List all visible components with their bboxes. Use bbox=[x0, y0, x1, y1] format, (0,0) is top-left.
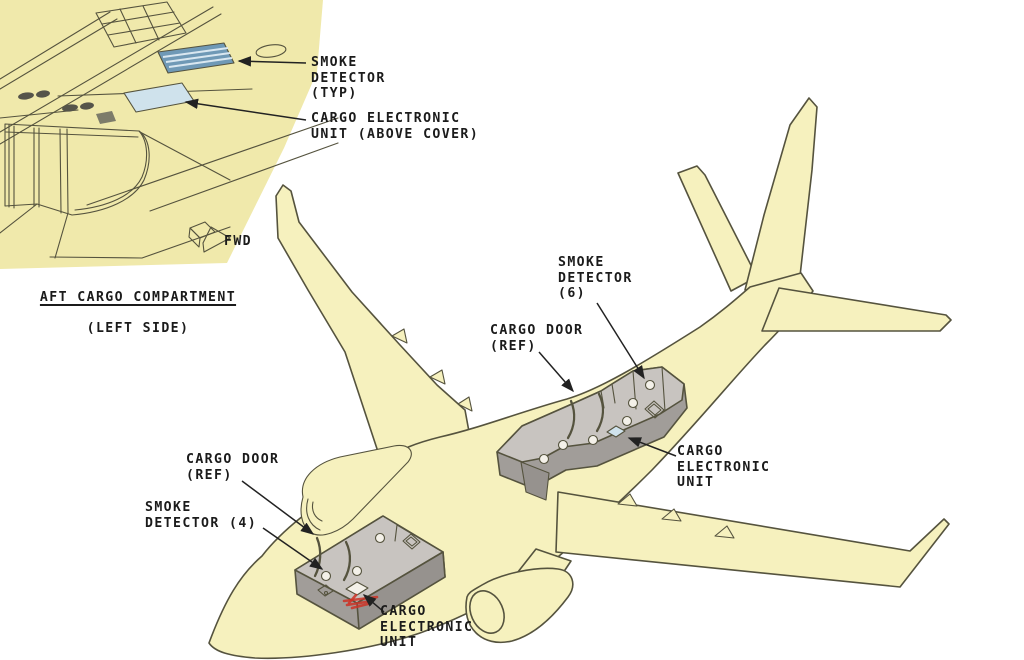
far-wing-flap-fairing bbox=[391, 328, 408, 344]
label-inset-cargo-electronic-unit: CARGO ELECTRONIC UNIT (ABOVE COVER) bbox=[311, 111, 480, 142]
near-wing-flap-fairing bbox=[661, 508, 682, 522]
label-smoke-detector-6: SMOKE DETECTOR (6) bbox=[558, 255, 633, 302]
vertical-fin bbox=[744, 97, 818, 291]
equipment-frame bbox=[402, 533, 421, 550]
label-cargo-door-aft: CARGO DOOR (REF) bbox=[490, 323, 584, 354]
cargo-electronic-unit-aft bbox=[606, 425, 626, 438]
leader-cargo-door-fwd bbox=[241, 480, 315, 535]
cargo-electronic-unit-fwd bbox=[345, 581, 369, 596]
smoke-detector-dot bbox=[538, 453, 550, 465]
far-wing-flap-fairing bbox=[429, 369, 446, 385]
label-cargo-electronic-unit-aft: CARGO ELECTRONIC UNIT bbox=[677, 444, 771, 491]
equipment-frame bbox=[647, 403, 662, 416]
smoke-detector-dot bbox=[351, 565, 363, 577]
inset-ceiling-grille bbox=[95, 1, 187, 48]
near-wing bbox=[555, 491, 950, 588]
inset-small-vents bbox=[18, 90, 116, 124]
smoke-detector-dot bbox=[557, 439, 569, 451]
far-wing bbox=[275, 184, 473, 474]
engine-inlet bbox=[469, 590, 505, 634]
leader-smoke-detector-4 bbox=[262, 527, 324, 570]
inset-background bbox=[0, 0, 323, 269]
near-engine bbox=[465, 548, 574, 644]
leader-inset-ceu bbox=[184, 98, 307, 121]
leader-lines bbox=[241, 302, 677, 613]
aft-cargo-compartment-box bbox=[496, 366, 688, 501]
equipment-frame bbox=[405, 536, 418, 547]
leader-ceu-aft bbox=[627, 437, 677, 457]
smoke-detector-dot bbox=[374, 532, 386, 544]
aft-cargo-door-frame bbox=[595, 392, 605, 433]
far-wing-flap-fairing bbox=[457, 396, 473, 412]
inset-vent-oval bbox=[255, 44, 287, 58]
label-inset-smoke-detector: SMOKE DETECTOR (TYP) bbox=[311, 55, 386, 102]
aft-box-foot bbox=[520, 461, 550, 501]
near-wing-flap-fairing bbox=[714, 525, 735, 539]
inset-aft-bulkhead bbox=[4, 123, 150, 216]
inset-caption-subtitle: (LEFT SIDE) bbox=[86, 320, 190, 336]
equipment-frame bbox=[644, 400, 665, 419]
inset-smoke-detector bbox=[157, 42, 235, 74]
fwd-cargo-compartment-box bbox=[294, 515, 446, 630]
leader-inset-smoke-detector bbox=[237, 56, 307, 67]
label-fwd: FWD bbox=[224, 234, 253, 249]
near-horizontal-stabilizer bbox=[761, 287, 952, 332]
inset-caption-title: AFT CARGO COMPARTMENT bbox=[39, 289, 237, 305]
label-cargo-electronic-unit-fwd: CARGO ELECTRONIC UNIT bbox=[380, 604, 474, 651]
smoke-detector-dot bbox=[644, 379, 656, 391]
leader-cargo-door-aft bbox=[538, 351, 574, 393]
leader-ceu-fwd bbox=[362, 594, 385, 613]
leader-smoke-detector-6 bbox=[596, 302, 645, 380]
inset-caption: AFT CARGO COMPARTMENT (LEFT SIDE) bbox=[30, 274, 246, 352]
smoke-detector-dot bbox=[627, 397, 639, 409]
fwd-arrow-icon bbox=[188, 221, 231, 253]
aft-cargo-compartment-inset bbox=[0, 0, 339, 269]
access-panel bbox=[317, 584, 334, 597]
label-cargo-door-fwd: CARGO DOOR (REF) bbox=[186, 452, 280, 483]
fwd-cargo-door-frame bbox=[342, 540, 352, 582]
smoke-detector-dot bbox=[320, 570, 332, 582]
far-horizontal-stabilizer bbox=[677, 165, 758, 292]
aft-cargo-door-frame bbox=[566, 399, 576, 440]
smoke-detector-dot bbox=[621, 415, 633, 427]
label-smoke-detector-4: SMOKE DETECTOR (4) bbox=[145, 500, 258, 531]
aircraft-illustration bbox=[208, 97, 952, 660]
near-wing-flap-fairing bbox=[617, 493, 638, 507]
smoke-detector-dot bbox=[587, 434, 599, 446]
fwd-cargo-door-frame bbox=[313, 536, 322, 578]
